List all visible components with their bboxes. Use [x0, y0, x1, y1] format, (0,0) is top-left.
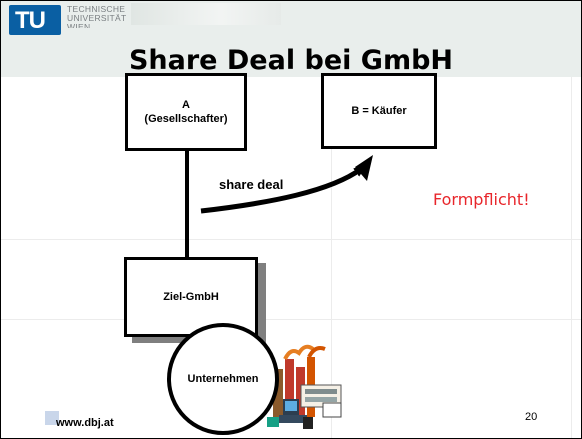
- form-requirement-note: Formpflicht!: [433, 190, 530, 209]
- university-line-3: WIEN: [67, 23, 91, 28]
- share-deal-arrow: [200, 169, 361, 214]
- footer-url[interactable]: www.dbj.at: [56, 417, 114, 429]
- university-line-2: UNIVERSITÄT: [67, 13, 127, 23]
- box-target-label: Ziel-GmbH: [163, 291, 219, 303]
- tu-logo: TU: [9, 5, 61, 35]
- company-label: Unternehmen: [187, 373, 259, 385]
- footer-square: [45, 411, 59, 425]
- page-number: 20: [525, 411, 538, 423]
- university-line-1: TECHNISCHE: [67, 4, 126, 14]
- box-b-label: B = Käufer: [351, 105, 407, 117]
- share-deal-arrowhead: [355, 155, 373, 181]
- share-deal-label: share deal: [219, 177, 284, 192]
- university-name: TECHNISCHE UNIVERSITÄT WIEN: [67, 4, 127, 29]
- header-bar: TU TECHNISCHE UNIVERSITÄT WIEN: [1, 1, 581, 77]
- slide-title: Share Deal bei GmbH: [128, 45, 454, 76]
- header-decoration: [131, 3, 281, 25]
- factory-computer-clipart-icon: [267, 344, 342, 429]
- box-b-buyer: B = Käufer: [321, 73, 437, 149]
- box-a-sublabel: (Gesellschafter): [144, 113, 228, 125]
- company-circle: Unternehmen: [167, 323, 279, 435]
- box-a-shareholder: A (Gesellschafter): [125, 73, 247, 151]
- box-a-label: A: [182, 99, 190, 111]
- logo-text: TU: [15, 7, 46, 34]
